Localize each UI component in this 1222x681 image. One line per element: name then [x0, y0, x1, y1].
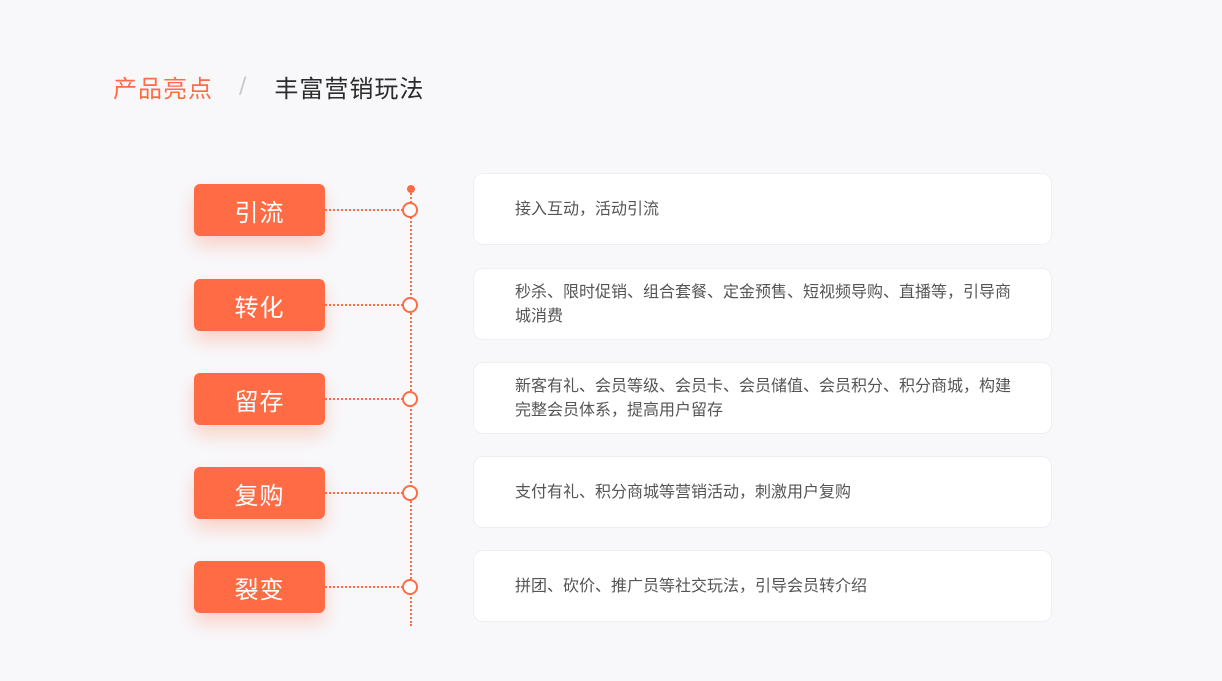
tag-liucun: 留存 — [194, 373, 325, 425]
tag-liebian: 裂变 — [194, 561, 325, 613]
connector-line — [325, 586, 403, 588]
timeline-node — [402, 579, 418, 595]
description-text: 新客有礼、会员等级、会员卡、会员储值、会员积分、积分商城，构建完整会员体系，提高… — [515, 376, 1012, 419]
tag-yinliu: 引流 — [194, 184, 325, 236]
timeline-row-4: 复购 支付有礼、积分商城等营销活动，刺激用户复购 — [0, 454, 1222, 530]
description-text: 支付有礼、积分商城等营销活动，刺激用户复购 — [515, 482, 852, 501]
timeline-node — [402, 391, 418, 407]
timeline-node — [402, 202, 418, 218]
connector-line — [325, 304, 403, 306]
timeline-row-1: 引流 接入互动，活动引流 — [0, 172, 1222, 248]
description-card: 接入互动，活动引流 — [473, 173, 1052, 245]
breadcrumb-active[interactable]: 产品亮点 — [113, 74, 213, 103]
description-card: 拼团、砍价、推广员等社交玩法，引导会员转介绍 — [473, 550, 1052, 622]
description-text: 拼团、砍价、推广员等社交玩法，引导会员转介绍 — [515, 576, 868, 595]
description-card: 秒杀、限时促销、组合套餐、定金预售、短视频导购、直播等，引导商城消费 — [473, 268, 1052, 340]
description-card: 新客有礼、会员等级、会员卡、会员储值、会员积分、积分商城，构建完整会员体系，提高… — [473, 362, 1052, 434]
tag-zhuanhua: 转化 — [194, 279, 325, 331]
timeline-node — [402, 485, 418, 501]
connector-line — [325, 209, 403, 211]
timeline-line — [410, 190, 412, 626]
breadcrumb-separator: / — [239, 73, 247, 99]
description-text: 接入互动，活动引流 — [515, 199, 660, 218]
header: 产品亮点 / 丰富营销玩法 — [113, 66, 424, 106]
timeline-row-3: 留存 新客有礼、会员等级、会员卡、会员储值、会员积分、积分商城，构建完整会员体系… — [0, 360, 1222, 436]
description-card: 支付有礼、积分商城等营销活动，刺激用户复购 — [473, 456, 1052, 528]
timeline-row-5: 裂变 拼团、砍价、推广员等社交玩法，引导会员转介绍 — [0, 548, 1222, 624]
timeline-node — [402, 297, 418, 313]
connector-line — [325, 398, 403, 400]
connector-line — [325, 492, 403, 494]
tag-fugou: 复购 — [194, 467, 325, 519]
description-text: 秒杀、限时促销、组合套餐、定金预售、短视频导购、直播等，引导商城消费 — [515, 282, 1012, 325]
timeline-start-dot — [407, 185, 415, 193]
timeline-row-2: 转化 秒杀、限时促销、组合套餐、定金预售、短视频导购、直播等，引导商城消费 — [0, 266, 1222, 342]
page-title: 丰富营销玩法 — [274, 74, 425, 103]
